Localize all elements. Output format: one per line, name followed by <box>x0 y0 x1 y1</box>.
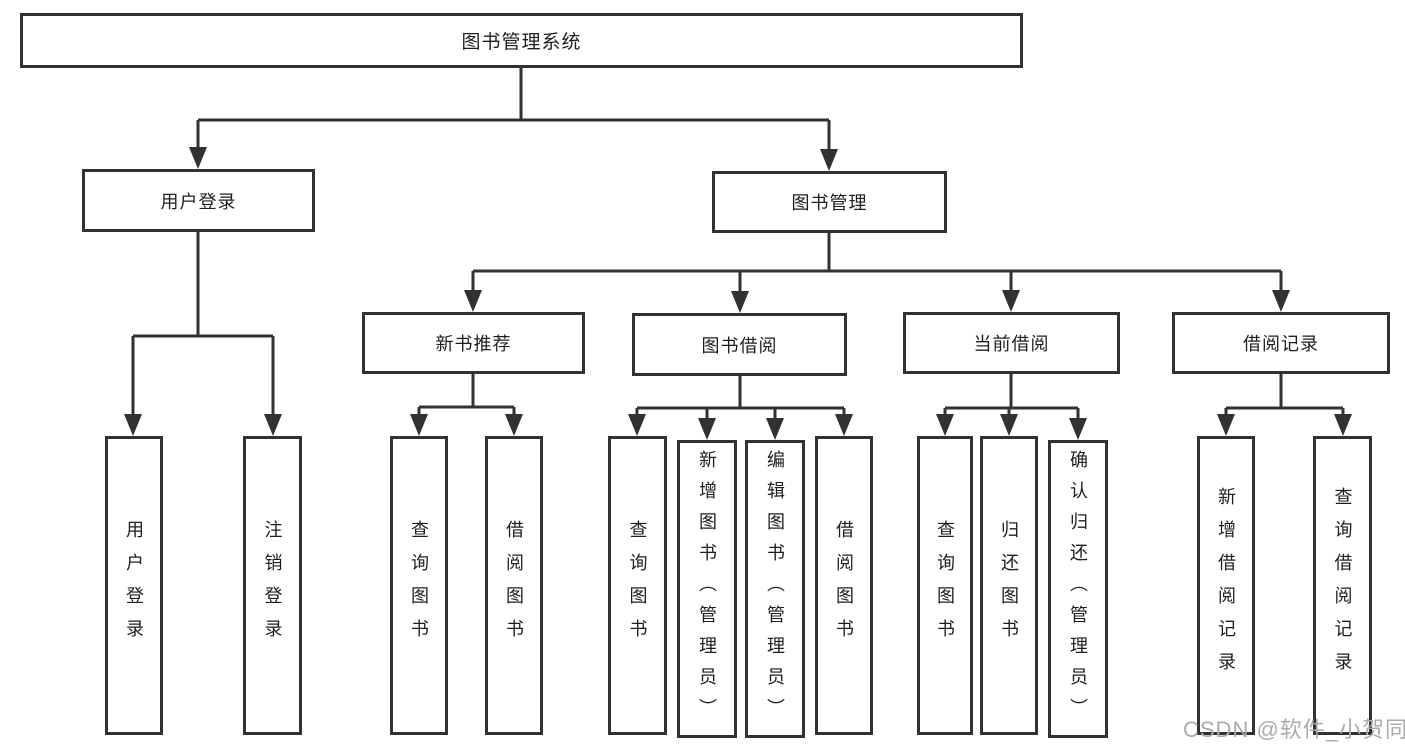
node-label: 确认归还（管理员） <box>1068 449 1088 729</box>
node-label: 查询图书 <box>409 519 429 652</box>
node-label: 新增图书（管理员） <box>697 449 717 729</box>
node-current-borrow: 当前借阅 <box>903 312 1120 374</box>
node-borrow-records: 借阅记录 <box>1172 312 1390 374</box>
node-label: 新书推荐 <box>435 334 512 354</box>
arrowhead <box>936 414 954 436</box>
edge-book-mgmt-children <box>471 233 1283 291</box>
arrowhead <box>264 414 282 436</box>
node-label: 当前借阅 <box>973 334 1050 354</box>
node-label: 归还图书 <box>999 519 1019 652</box>
node-label: 新增借阅记录 <box>1216 486 1236 685</box>
node-label: 查询图书 <box>935 519 955 652</box>
arrowhead <box>189 147 207 169</box>
node-label: 查询图书 <box>627 519 648 652</box>
leaf-query-borrow-record: 查询借阅记录 <box>1313 436 1372 735</box>
node-label: 图书借阅 <box>701 335 778 356</box>
node-label: 借阅图书 <box>504 519 524 652</box>
arrowhead <box>698 418 716 440</box>
node-new-book-recommend: 新书推荐 <box>362 312 585 374</box>
leaf-add-books-admin: 新增图书（管理员） <box>677 440 737 738</box>
node-label: 借阅图书 <box>834 519 854 652</box>
node-label: 编辑图书（管理员） <box>765 449 785 729</box>
edge-current-borrow-children <box>943 374 1080 418</box>
leaf-edit-books-admin: 编辑图书（管理员） <box>745 440 805 738</box>
edge-book-borrow-children <box>635 376 846 418</box>
edge-user-login-children <box>131 232 275 414</box>
arrowhead <box>628 414 646 436</box>
watermark-text: CSDN @软件_小贺同学 <box>1183 717 1405 742</box>
leaf-confirm-return-admin: 确认归还（管理员） <box>1048 440 1108 738</box>
node-label: 用户登录 <box>124 519 144 652</box>
arrowhead <box>1334 414 1352 436</box>
leaf-query-books-3: 查询图书 <box>917 436 973 735</box>
arrowheads <box>124 147 1352 440</box>
arrowhead <box>1272 290 1290 312</box>
leaf-logout: 注销登录 <box>243 436 302 735</box>
arrowhead <box>1069 418 1087 440</box>
node-label: 注销登录 <box>262 519 283 652</box>
arrowhead <box>731 291 749 313</box>
edge-root-to-level2 <box>196 68 831 149</box>
node-user-login: 用户登录 <box>82 169 315 232</box>
node-label: 借阅记录 <box>1243 334 1319 354</box>
node-label: 用户登录 <box>160 191 237 212</box>
node-book-management: 图书管理 <box>712 171 947 233</box>
leaf-borrow-books-2: 借阅图书 <box>815 436 873 735</box>
node-library-management-system: 图书管理系统 <box>20 13 1023 68</box>
leaf-return-books: 归还图书 <box>980 436 1038 735</box>
arrowhead <box>1217 414 1235 436</box>
leaf-user-login: 用户登录 <box>105 436 163 735</box>
leaf-borrow-books-1: 借阅图书 <box>485 436 543 735</box>
arrowhead <box>505 414 523 436</box>
leaf-query-books-2: 查询图书 <box>608 436 667 735</box>
arrowhead <box>124 414 142 436</box>
leaf-add-borrow-record: 新增借阅记录 <box>1197 436 1255 735</box>
node-label: 图书管理 <box>791 193 868 213</box>
leaf-query-books-1: 查询图书 <box>390 436 448 735</box>
arrowhead <box>820 149 838 171</box>
arrowhead <box>766 418 784 440</box>
node-label: 图书管理系统 <box>461 32 582 53</box>
node-label: 查询借阅记录 <box>1332 486 1353 685</box>
arrowhead <box>835 414 853 436</box>
arrowhead <box>1002 290 1020 312</box>
node-book-borrow: 图书借阅 <box>632 313 847 376</box>
edge-borrow-records-children <box>1224 374 1345 414</box>
arrowhead <box>1000 414 1018 436</box>
arrowhead <box>410 414 428 436</box>
arrowhead <box>464 290 482 312</box>
edge-new-books-children <box>417 374 516 414</box>
